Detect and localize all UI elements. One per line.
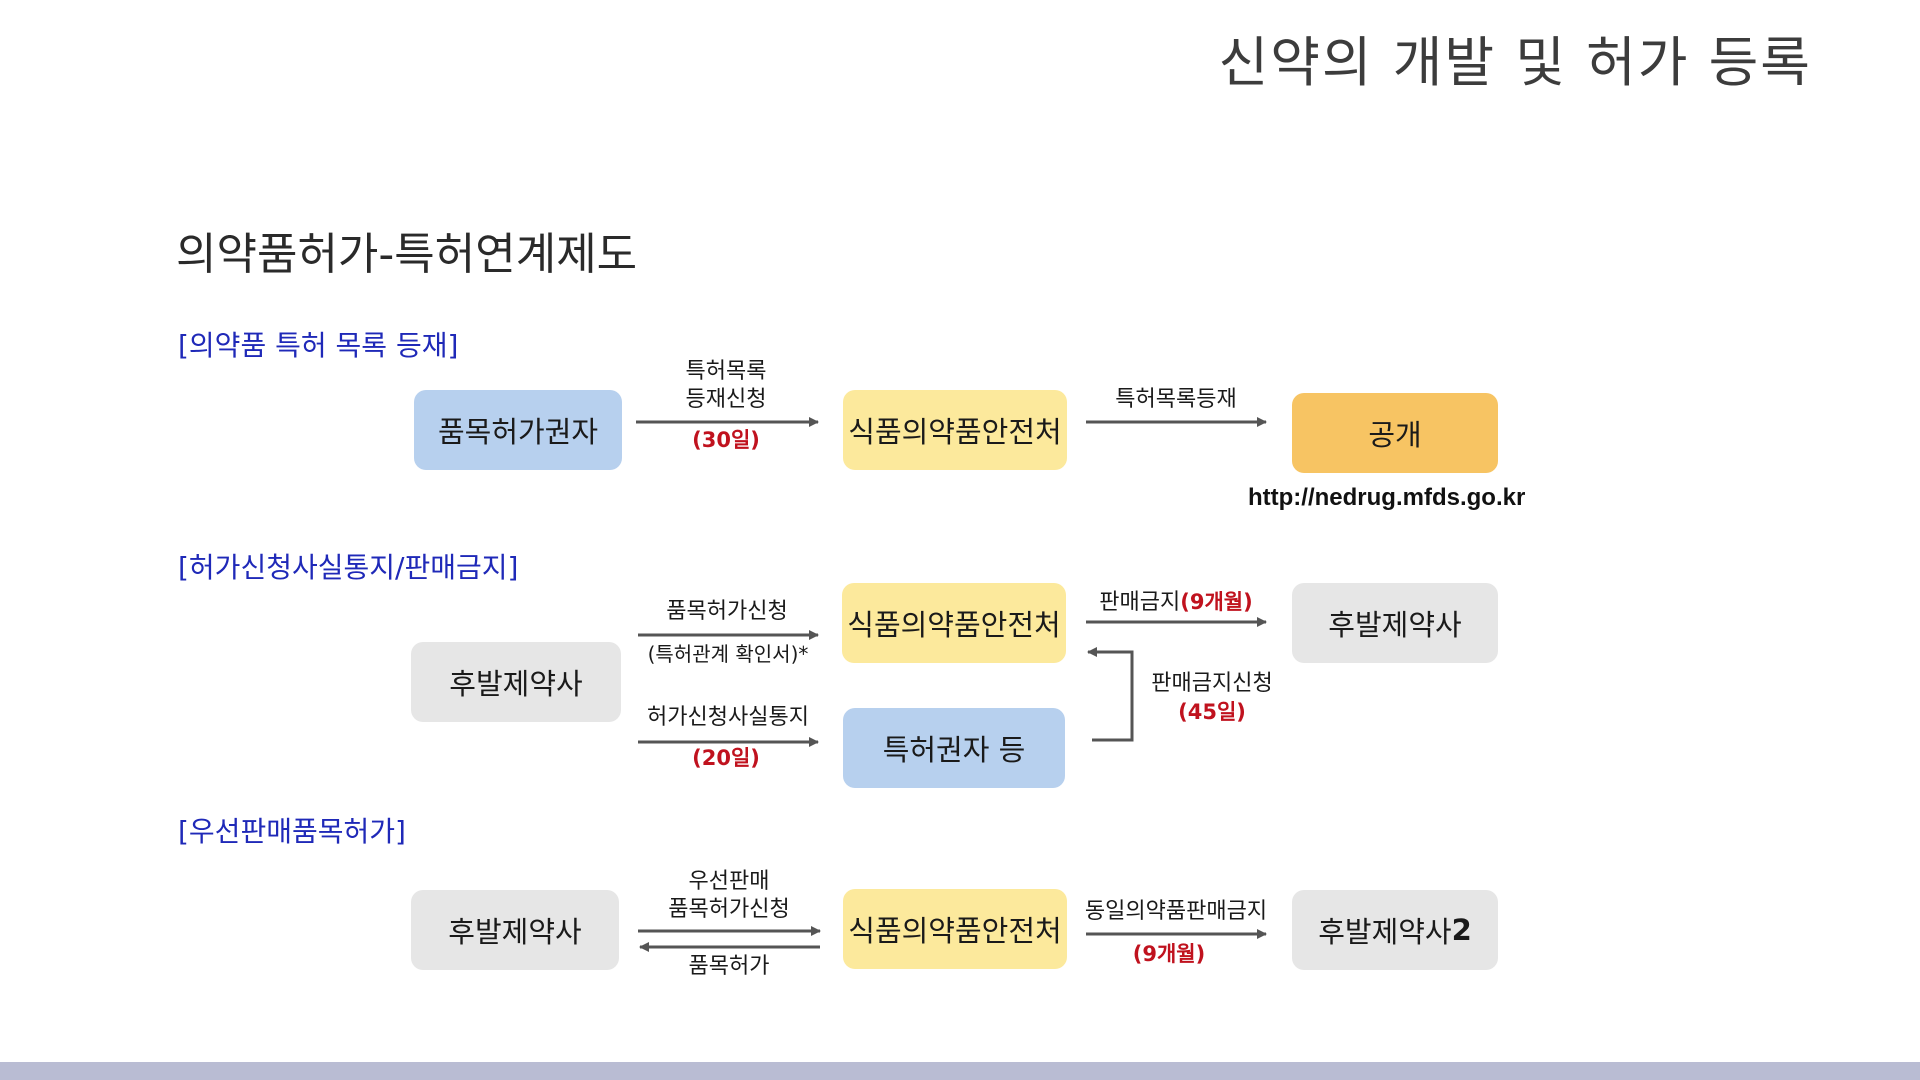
section-label-priority-sale: [우선판매품목허가] (178, 815, 406, 848)
generic-company-box-1: 후발제약사 (411, 642, 621, 722)
footer-bar (0, 1062, 1920, 1080)
arrow-ban-request (1087, 647, 1134, 742)
arrow2-label: 특허목록등재 (1115, 387, 1237, 412)
arrow1-line1: 특허목록 (685, 359, 767, 384)
grant-label: 품목허가 (688, 954, 770, 979)
generic-company-label-3: 후발제약사 (448, 915, 582, 949)
slide-title: 의약품허가-특허연계제도 (176, 229, 638, 280)
section-label-patent-listing: [의약품 특허 목록 등재] (178, 329, 459, 362)
generic-company-box-right: 후발제약사 (1292, 583, 1498, 663)
arrow1-days: (30일) (692, 428, 760, 452)
arrow1-label: 특허목록 등재신청 (636, 358, 816, 414)
section-label-notice-ban: [허가신청사실통지/판매금지] (178, 551, 519, 584)
patentee-box: 특허권자 등 (843, 708, 1065, 788)
notify-days: (20일) (692, 746, 760, 770)
ban-request-days: (45일) (1178, 700, 1246, 724)
patentee-label: 특허권자 등 (882, 733, 1026, 767)
sales-ban-label: 판매금지(9개월) (1086, 588, 1266, 617)
mfds-box-2: 식품의약품안전처 (842, 583, 1066, 663)
priority-apply-line1: 우선판매 (688, 869, 770, 894)
generic-company-box-3: 후발제약사 (411, 890, 619, 970)
mfds-label-3: 식품의약품안전처 (848, 914, 1062, 948)
arrow1-line2: 등재신청 (685, 387, 767, 412)
priority-apply-label: 우선판매 품목허가신청 (636, 868, 822, 924)
public-box: 공개 (1292, 393, 1498, 473)
patent-holder-label: 품목허가권자 (437, 415, 599, 449)
ban-request-label: 판매금지신청 (1151, 671, 1273, 696)
mfds-box-3: 식품의약품안전처 (843, 889, 1067, 969)
approval-apply-label: 품목허가신청 (666, 599, 788, 624)
same-drug-ban-label: 동일의약품판매금지 (1084, 899, 1268, 924)
mfds-label-1: 식품의약품안전처 (848, 415, 1062, 449)
generic-company-label-1: 후발제약사 (449, 667, 583, 701)
mfds-box-1: 식품의약품안전처 (843, 390, 1067, 470)
sales-ban-text: 판매금지 (1099, 590, 1181, 615)
mfds-label-2: 식품의약품안전처 (847, 608, 1061, 642)
sales-ban-days: (9개월) (1180, 590, 1253, 614)
generic-company-2-label: 후발제약사 (1318, 915, 1452, 949)
approval-apply-sub: (특허관계 확인서)* (647, 642, 809, 666)
public-label: 공개 (1368, 418, 1422, 452)
same-drug-ban-days: (9개월) (1132, 942, 1206, 966)
generic-company-2-number: 2 (1451, 913, 1472, 947)
generic-company-2-box: 후발제약사 2 (1292, 890, 1498, 970)
patent-holder-box: 품목허가권자 (414, 390, 622, 470)
header-title: 신약의 개발 및 허가 등록 (1218, 31, 1812, 94)
generic-company-label-right: 후발제약사 (1328, 608, 1462, 642)
notify-label: 허가신청사실통지 (647, 705, 809, 730)
priority-apply-line2: 품목허가신청 (668, 897, 790, 922)
nedrug-url: http://nedrug.mfds.go.kr (1248, 484, 1526, 511)
